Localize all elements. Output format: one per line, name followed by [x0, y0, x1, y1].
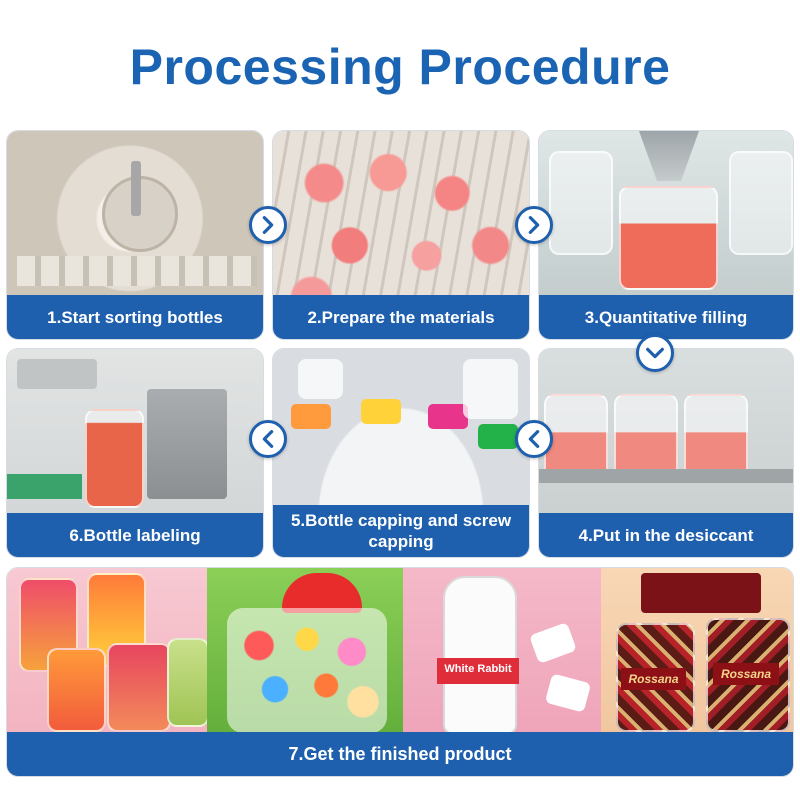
step-bottle-capping: 5.Bottle capping and screw capping	[272, 348, 530, 558]
step-put-desiccant: 4.Put in the desiccant	[538, 348, 794, 558]
chevron-right-icon	[262, 216, 274, 234]
step-label: 6.Bottle labeling	[7, 513, 263, 557]
brand-label-rossana: Rossana	[720, 667, 772, 681]
step-label: 4.Put in the desiccant	[539, 513, 793, 557]
step-label: 7.Get the finished product	[7, 732, 793, 776]
flow-arrow-2-to-3	[515, 206, 553, 244]
brand-label-white-rabbit: White Rabbit	[444, 663, 512, 675]
chevron-down-icon	[646, 347, 664, 359]
flow-arrow-1-to-2	[249, 206, 287, 244]
page-title: Processing Procedure	[129, 39, 671, 95]
step-quantitative-filling: 3.Quantitative filling	[538, 130, 794, 340]
flow-arrow-4-to-5	[515, 420, 553, 458]
chevron-left-icon	[528, 430, 540, 448]
chevron-right-icon	[528, 216, 540, 234]
chevron-left-icon	[262, 430, 274, 448]
desiccant-machine-photo	[539, 349, 793, 557]
step-bottle-labeling: 6.Bottle labeling	[6, 348, 264, 558]
white-rabbit-bottle-photo: White Rabbit	[403, 568, 601, 776]
flow-arrow-5-to-6	[249, 420, 287, 458]
step-label: 5.Bottle capping and screw capping	[273, 505, 529, 557]
step-prepare-materials: 2.Prepare the materials	[272, 130, 530, 340]
step-finished-product: White Rabbit Rossana Rossana 7.Get the f…	[6, 567, 794, 777]
step-label: 3.Quantitative filling	[539, 295, 793, 339]
step-start-sorting-bottles: 1.Start sorting bottles	[6, 130, 264, 340]
brand-label-rossana: Rossana	[628, 672, 679, 686]
flow-arrow-3-to-4	[636, 334, 674, 372]
step-label: 2.Prepare the materials	[273, 295, 529, 339]
step-label: 1.Start sorting bottles	[7, 295, 263, 339]
